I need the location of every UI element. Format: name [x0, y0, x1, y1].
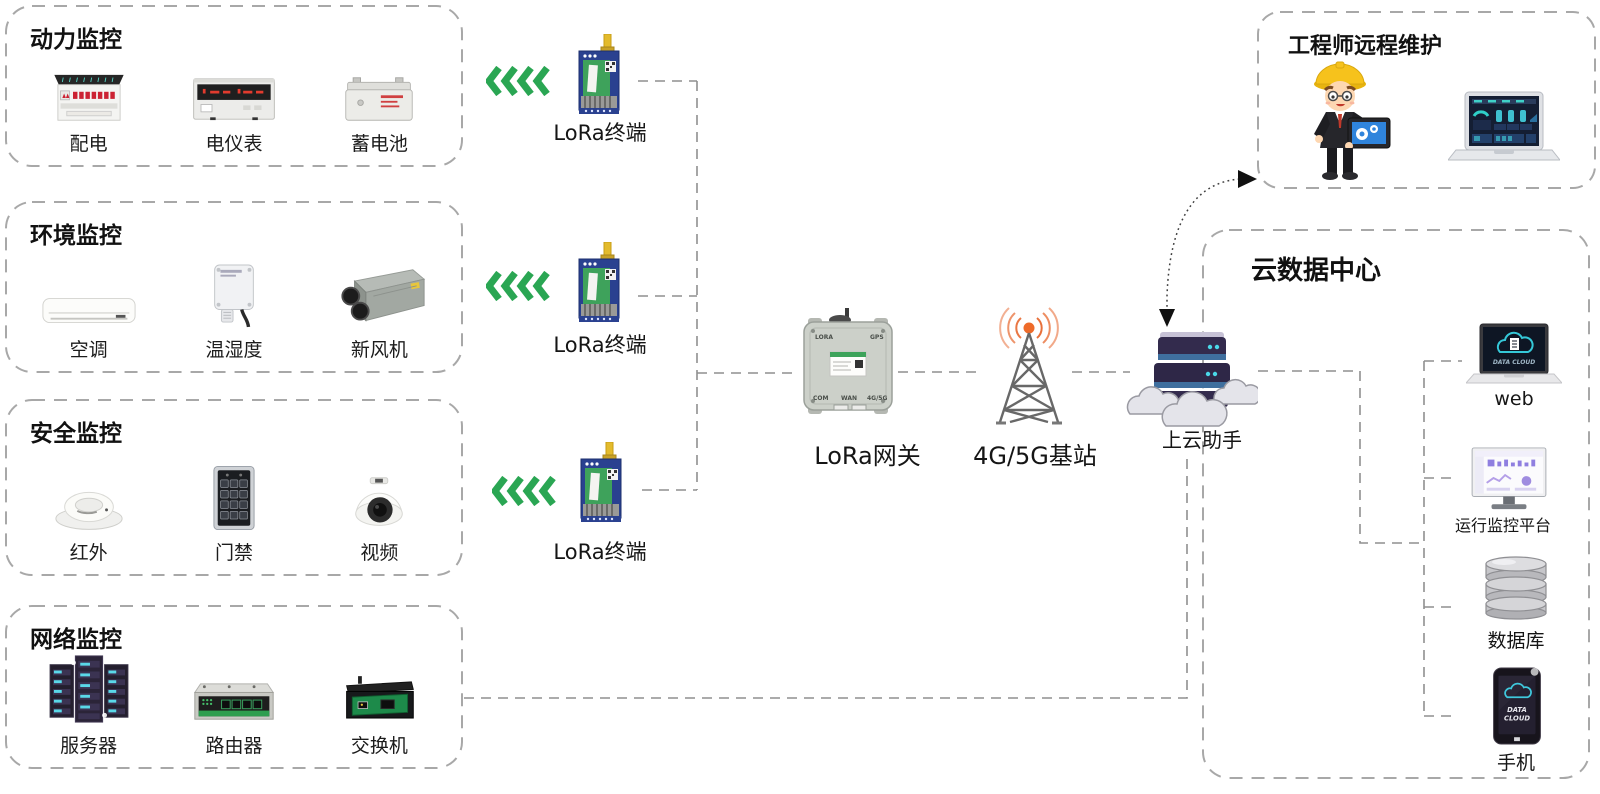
database-icon: [1485, 556, 1547, 620]
power-monitoring-box: 动力监控 配电: [6, 6, 462, 166]
cloud-assistant-label: 上云助手: [1162, 428, 1242, 452]
svg-text:LORA: LORA: [815, 334, 833, 341]
device-label: 配电: [69, 133, 108, 155]
security-items: 红外 门禁: [16, 465, 452, 565]
group-title-power: 动力监控: [30, 27, 122, 53]
engineer-icon: [1314, 61, 1391, 180]
device-access-control: 门禁: [161, 465, 306, 565]
lora-terminal-3-label: LoRa终端: [553, 540, 647, 564]
fresh-air-unit-icon: [332, 267, 426, 329]
power-distribution-icon: [49, 61, 129, 123]
device-router: 路由器: [161, 663, 306, 758]
temp-humidity-sensor-icon: [205, 264, 263, 329]
network-items: 服务器 路由器: [16, 655, 452, 758]
svg-text:COM: COM: [813, 395, 829, 402]
phone-icon: DATA CLOUD: [1493, 667, 1541, 745]
svg-text:GPS: GPS: [870, 334, 884, 341]
web-laptop-icon: DATA CLOUD: [1466, 323, 1562, 384]
device-label: 蓄电池: [350, 133, 408, 155]
svg-text:4G/5G: 4G/5G: [867, 395, 887, 402]
network-monitoring-box: 网络监控: [6, 606, 462, 768]
device-label: 电仪表: [205, 133, 263, 155]
monitor-platform-label: 运行监控平台: [1454, 516, 1551, 535]
network-monitoring-box-border: [5, 605, 463, 769]
device-power-distribution: 配电: [16, 61, 161, 156]
lora-module-icon: [578, 34, 620, 114]
server-icon: [48, 655, 130, 725]
base-station-label: 4G/5G基站: [973, 442, 1097, 470]
infrared-detector-icon: [52, 470, 126, 532]
security-monitoring-box: 安全监控 红外: [6, 400, 462, 575]
svg-text:WAN: WAN: [841, 395, 857, 402]
lora-terminal-1-label: LoRa终端: [553, 121, 647, 145]
monitor-platform-icon: [1471, 447, 1547, 510]
cloud-assistant-icon: [1126, 332, 1258, 427]
lora-module-icon: [580, 442, 622, 522]
lora-module-icon: [578, 242, 620, 322]
battery-icon: [342, 61, 416, 123]
maintenance-laptop-icon: [1448, 91, 1560, 161]
cloud-center-box: 云数据中心: [1203, 230, 1589, 778]
power-meter-icon: [190, 61, 278, 123]
connection-lines: [464, 80, 1462, 717]
device-label: 服务器: [60, 735, 118, 757]
base-station-icon: [996, 307, 1062, 425]
svg-text:CLOUD: CLOUD: [1504, 715, 1530, 723]
device-battery: 蓄电池: [307, 61, 452, 156]
power-items: 配电 电仪表: [16, 61, 452, 156]
device-power-meter: 电仪表: [161, 61, 306, 156]
svg-text:DATA CLOUD: DATA CLOUD: [1493, 359, 1535, 366]
device-fresh-air-unit: 新风机: [307, 267, 452, 362]
device-switch: 交换机: [307, 663, 452, 758]
environment-items: 空调 温湿度: [16, 264, 452, 362]
device-label: 红外: [69, 542, 108, 564]
environment-monitoring-box-border: [5, 201, 463, 373]
engineer-box-title: 工程师远程维护: [1288, 34, 1443, 59]
phone-label: 手机: [1496, 752, 1535, 774]
lora-gateway-label: LoRa网关: [814, 442, 921, 470]
router-icon: [191, 663, 277, 725]
green-arrows-icon: [486, 66, 550, 96]
device-label: 视频: [360, 542, 399, 564]
device-label: 路由器: [205, 735, 263, 757]
power-monitoring-box-border: [5, 5, 463, 167]
security-monitoring-box-border: [5, 399, 463, 576]
device-temp-humidity-sensor: 温湿度: [161, 264, 306, 362]
group-title-network: 网络监控: [30, 627, 122, 653]
group-title-security: 安全监控: [30, 421, 122, 447]
lora-gateway-icon: LORA GPS COM WAN 4G/5G: [803, 308, 893, 414]
environment-monitoring-box: 环境监控 空调: [6, 202, 462, 372]
green-arrows-icon: [492, 476, 556, 506]
lora-terminal-2-label: LoRa终端: [553, 333, 647, 357]
device-label: 温湿度: [205, 339, 263, 361]
camera-icon: [345, 470, 413, 532]
green-arrows-icon: [486, 271, 550, 301]
device-label: 空调: [69, 339, 108, 361]
device-server: 服务器: [16, 655, 161, 758]
database-label: 数据库: [1487, 630, 1545, 652]
device-air-conditioner: 空调: [16, 267, 161, 362]
device-label: 新风机: [350, 339, 408, 361]
device-camera: 视频: [307, 470, 452, 565]
group-title-environment: 环境监控: [30, 223, 122, 249]
web-label: web: [1494, 388, 1534, 410]
remote-maintenance-arrow: [1159, 170, 1257, 327]
engineer-box: 工程师远程维护: [1258, 12, 1595, 188]
device-label: 交换机: [350, 735, 408, 757]
switch-icon: [339, 663, 419, 725]
device-label: 门禁: [214, 542, 253, 564]
cloud-center-title: 云数据中心: [1251, 256, 1382, 286]
cloud-center-box-border: [1202, 229, 1590, 779]
svg-text:DATA: DATA: [1507, 706, 1527, 714]
engineer-box-border: [1257, 11, 1596, 189]
device-infrared-detector: 红外: [16, 470, 161, 565]
access-control-icon: [212, 465, 256, 532]
air-conditioner-icon: [41, 267, 137, 329]
